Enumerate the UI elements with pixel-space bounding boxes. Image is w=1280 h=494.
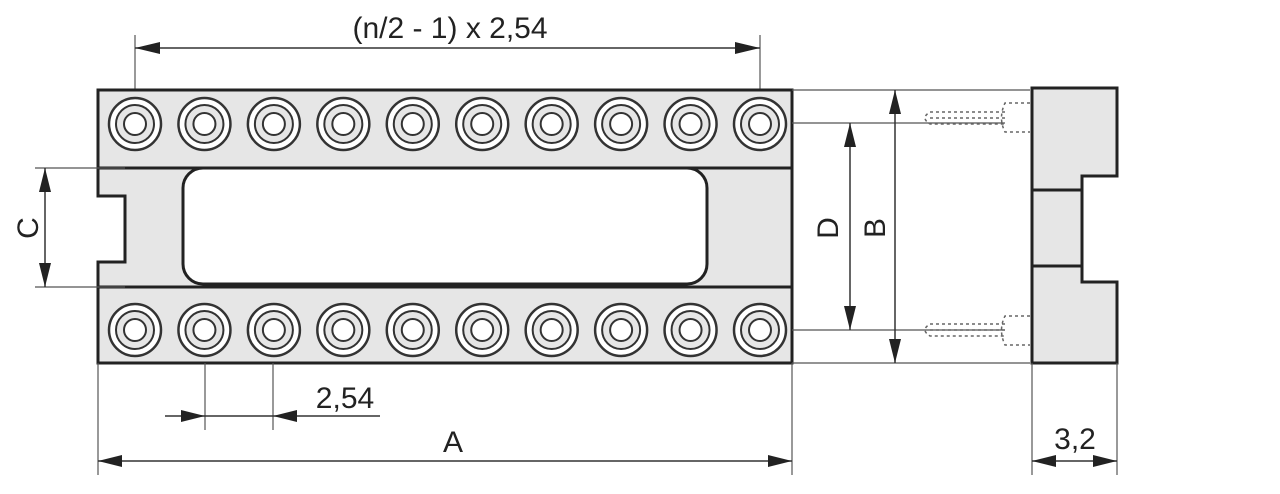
top-row-pin: [107, 96, 163, 152]
bottom-row-pin: [732, 302, 788, 358]
top-row-pin: [246, 96, 302, 152]
bottom-row-pin: [454, 302, 510, 358]
top-row-pin: [177, 96, 232, 152]
lower-lead: [924, 315, 1030, 346]
pitch-label: 2,54: [316, 382, 374, 415]
top-row-pin: [524, 96, 579, 152]
top-pin-row: [107, 96, 788, 152]
side-view: [924, 86, 1119, 365]
side-width-dimension: 3,2: [1031, 363, 1118, 475]
bottom-row-pin: [385, 302, 441, 358]
side-view-bottom-block: [1030, 264, 1119, 365]
top-row-pin: [593, 96, 649, 152]
dimension-d: D: [792, 122, 1005, 331]
bottom-row-pin: [663, 302, 718, 358]
bottom-row-pin: [316, 302, 371, 358]
bottom-row-pin: [107, 302, 163, 358]
pitch-formula-dimension: (n/2 - 1) x 2,54: [134, 12, 761, 120]
bottom-row-pin: [593, 302, 649, 358]
side-view-middle: [1030, 188, 1084, 268]
side-width-label: 3,2: [1054, 423, 1096, 456]
side-view-top-block: [1030, 86, 1119, 192]
dimension-b: B: [792, 89, 1030, 364]
top-row-pin: [732, 96, 788, 152]
pitch-dimension: 2,54: [165, 363, 380, 430]
dim-a-label: A: [443, 426, 463, 459]
top-row-pin: [385, 96, 441, 152]
pitch-formula-label: (n/2 - 1) x 2,54: [352, 12, 547, 45]
top-row-pin: [316, 96, 371, 152]
socket-body: [96, 88, 794, 365]
bottom-row-pin: [524, 302, 579, 358]
bottom-row-pin: [177, 302, 232, 358]
bottom-pin-row: [107, 302, 788, 358]
top-row-pin: [663, 96, 718, 152]
dim-b-label: B: [859, 218, 892, 238]
dim-c-label: C: [12, 217, 45, 239]
upper-lead: [924, 102, 1030, 133]
bottom-row-pin: [246, 302, 302, 358]
dimension-a: A: [97, 363, 793, 475]
center-cutout: [181, 166, 709, 286]
dim-d-label: D: [812, 217, 845, 239]
dimension-c: C: [12, 167, 125, 288]
top-row-pin: [454, 96, 510, 152]
